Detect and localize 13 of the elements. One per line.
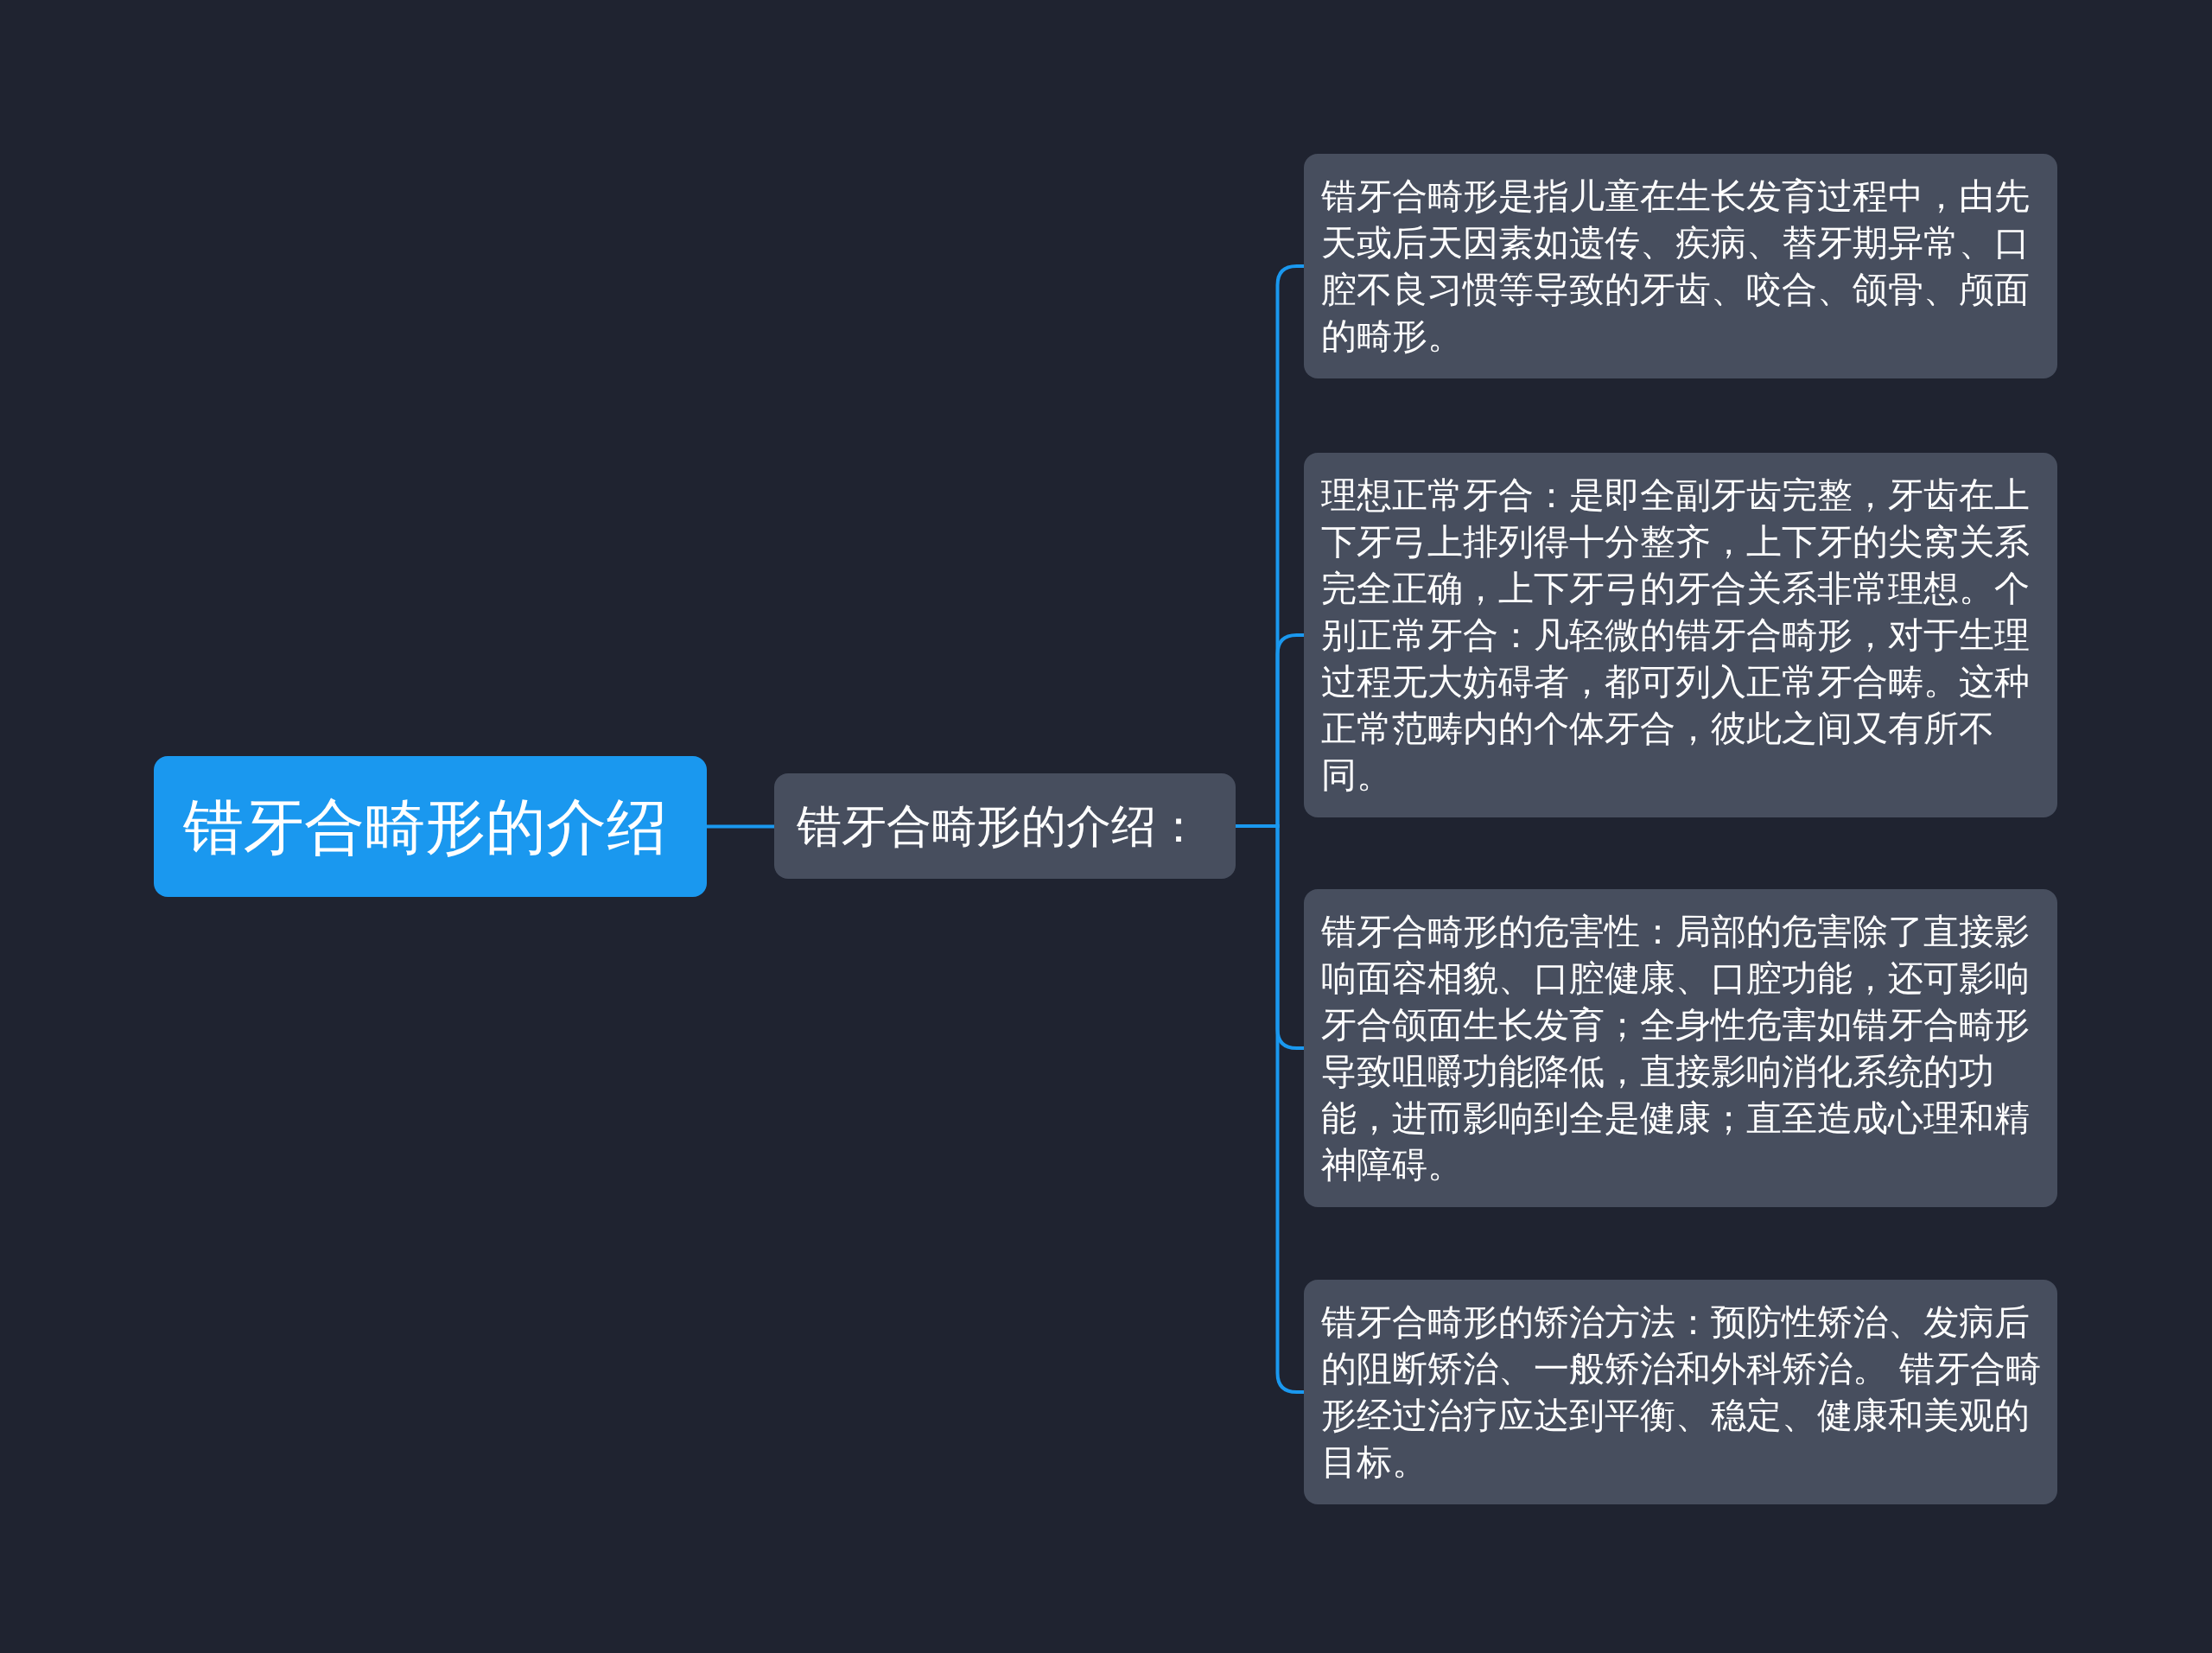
- note-box: [1304, 1280, 2057, 1504]
- root-topic-box: [154, 756, 707, 897]
- note-box: [1304, 889, 2057, 1207]
- note-box: [1304, 453, 2057, 817]
- topic-text: 错牙合畸形的介绍: [183, 792, 668, 861]
- topic-text: 错牙合畸形的介绍：: [797, 800, 1202, 852]
- topic-text: 错牙合畸形的矫治方法：预防性矫治、发病后的阻断矫治、一般矫治和外科矫治。 错牙合畸形经过治疗应达到平衡、稳定、健康和美观的目标。: [1321, 1300, 2043, 1485]
- connector-line: [707, 824, 774, 829]
- topic-text: 理想正常牙合：是即全副牙齿完整，牙齿在上下牙弓上排列得十分整齐，上下牙的尖窝关系完全正确，上下牙弓的牙合关系非常理想。个别正常牙合：凡轻微的错牙合畸形，对于生理过程无大妨碍者，都可列入正常牙合畴。这种正常范畴内的个体牙合，彼此之间又有所不同。: [1321, 474, 2031, 798]
- topic-text: 错牙合畸形是指儿童在生长发育过程中，由先天或后天因素如遗传、疾病、替牙期异常、口腔不良习惯等导致的牙齿、咬合、颌骨、颅面的畸形。: [1321, 175, 2031, 359]
- topic-box: [774, 773, 1236, 879]
- topic-text: 错牙合畸形的危害性：局部的危害除了直接影响面容相貌、口腔健康、口腔功能，还可影响牙合颌面生长发育；全身性危害如错牙合畸形导致咀嚼功能降低，直接影响消化系统的功能，进而影响到全是健康；直至造成心理和精神障碍。: [1321, 910, 2031, 1187]
- note-box: [1304, 154, 2057, 378]
